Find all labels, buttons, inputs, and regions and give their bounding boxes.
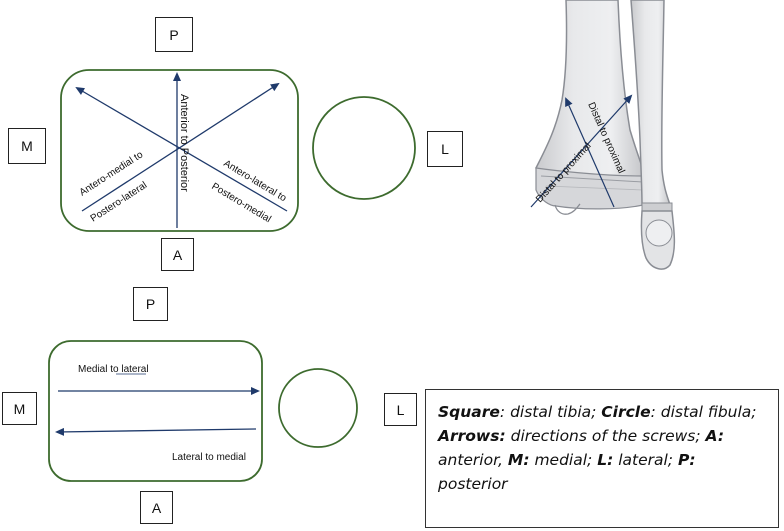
top-label-lateral: L	[427, 131, 463, 167]
legend-a-desc: anterior,	[438, 451, 508, 469]
legend-l-desc: lateral;	[613, 451, 678, 469]
legend-l-term: L:	[597, 451, 614, 469]
legend-circle-term: Circle	[601, 403, 651, 421]
bottom-label-posterior: P	[133, 287, 168, 321]
legend-arrows-term: Arrows:	[438, 427, 506, 445]
legend-arrows-desc: directions of the screws;	[505, 427, 706, 445]
legend-circle-desc: : distal fibula;	[650, 403, 757, 421]
legend-box: Square: distal tibia; Circle: distal fib…	[425, 389, 779, 528]
distal-fibula-circle-bottom	[278, 368, 358, 448]
text-anterior-to-posterior: Anterior to Posterior	[178, 94, 190, 192]
top-label-medial: M	[8, 128, 46, 164]
legend-m-term: M:	[507, 451, 530, 469]
tibia-fibula-illustration: Distal to proximal Distal to proximal	[481, 0, 736, 278]
legend-square-desc: : distal tibia;	[499, 403, 602, 421]
arrow-lateral-to-medial	[55, 427, 257, 436]
arrow-anteromedial-to-posterolateral	[81, 82, 280, 212]
bottom-label-anterior: A	[140, 491, 173, 524]
arrow-anterolateral-to-posteromedial	[75, 86, 288, 212]
distal-tibia-square-top	[60, 69, 299, 232]
legend-m-desc: medial;	[529, 451, 598, 469]
distal-tibia-square-bottom	[48, 340, 263, 482]
top-label-posterior: P	[155, 17, 193, 52]
bone-arrow-2	[565, 97, 615, 208]
text-medial-to-lateral: Medial to lateral	[78, 364, 149, 375]
legend-a-term: A:	[705, 427, 725, 445]
legend-p-desc: posterior	[438, 475, 508, 493]
bottom-label-lateral: L	[384, 393, 417, 426]
top-label-anterior: A	[161, 238, 194, 271]
bone-arrow-1	[530, 94, 633, 208]
bottom-label-medial: M	[2, 392, 37, 425]
distal-fibula-circle-top	[312, 96, 416, 200]
legend-square-term: Square	[438, 403, 500, 421]
text-lateral-to-medial: Lateral to medial	[172, 452, 246, 463]
legend-p-term: P:	[677, 451, 696, 469]
